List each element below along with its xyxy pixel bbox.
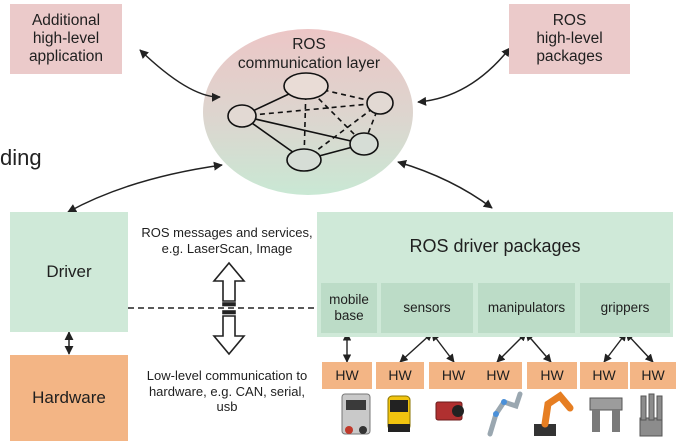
hw-box: HW — [580, 362, 628, 389]
graph-node — [366, 91, 394, 115]
hw-label: HW — [641, 367, 665, 384]
device-mobile-base-image — [341, 393, 371, 435]
additional-application-label: Additional high-level application — [28, 11, 104, 66]
hw-label: HW — [388, 367, 412, 384]
arrow-packages-to-comm — [417, 47, 511, 106]
cropped-text: ding — [0, 145, 42, 170]
additional-application-box: Additional high-level application — [10, 4, 122, 74]
manipulators-box: manipulators — [478, 283, 575, 333]
arrow-comm-to-driver-packages — [397, 159, 493, 209]
down-hollow-arrow — [212, 310, 246, 356]
driver-box: Driver — [10, 212, 128, 332]
sensors-label: sensors — [403, 300, 451, 316]
sensors-box: sensors — [381, 283, 473, 333]
arrow-comm-to-driver — [67, 161, 223, 213]
hw-box: HW — [474, 362, 522, 389]
ros-messages-text: ROS messages and services, e.g. LaserSca… — [141, 225, 313, 256]
mobile-base-box: mobile base — [321, 283, 377, 333]
grippers-box: grippers — [580, 283, 670, 333]
hardware-box: Hardware — [10, 355, 128, 441]
arrow-app-to-comm — [139, 49, 221, 102]
hw-box: HW — [376, 362, 424, 389]
hw-arrows — [342, 332, 654, 363]
hw-box: HW — [322, 362, 372, 389]
hw-label: HW — [592, 367, 616, 384]
ros-driver-packages-title: ROS driver packages — [409, 236, 581, 256]
communication-layer-title: ROS communication layer — [237, 36, 381, 72]
device-gripper-image — [589, 397, 623, 432]
up-hollow-arrow — [212, 261, 246, 307]
mobile-base-label: mobile base — [329, 292, 369, 323]
graph-node — [286, 148, 322, 172]
device-laser-scanner-image — [387, 395, 411, 432]
hw-box: HW — [630, 362, 676, 389]
low-level-communication-text: Low-level communication to hardware, e.g… — [146, 368, 308, 415]
network-graph — [227, 72, 394, 172]
ros-highlevel-packages-label: ROS high-level packages — [536, 11, 603, 66]
graph-node — [227, 104, 257, 128]
hw-label: HW — [540, 367, 564, 384]
graph-node — [283, 72, 329, 100]
device-hand-gripper-image — [639, 393, 663, 437]
driver-label: Driver — [46, 262, 92, 282]
grippers-label: grippers — [600, 300, 650, 316]
hw-box: HW — [527, 362, 577, 389]
hardware-label: Hardware — [32, 388, 106, 408]
device-camera-image — [435, 401, 464, 421]
hw-label: HW — [335, 367, 359, 384]
device-robot-arm-image — [487, 391, 523, 437]
hw-label: HW — [441, 367, 466, 384]
graph-node — [349, 132, 379, 156]
ros-highlevel-packages-box: ROS high-level packages — [509, 4, 630, 74]
manipulators-label: manipulators — [487, 300, 566, 316]
hw-label: HW — [486, 367, 510, 384]
hw-box: HW — [429, 362, 478, 389]
device-industrial-arm-image — [534, 391, 574, 436]
